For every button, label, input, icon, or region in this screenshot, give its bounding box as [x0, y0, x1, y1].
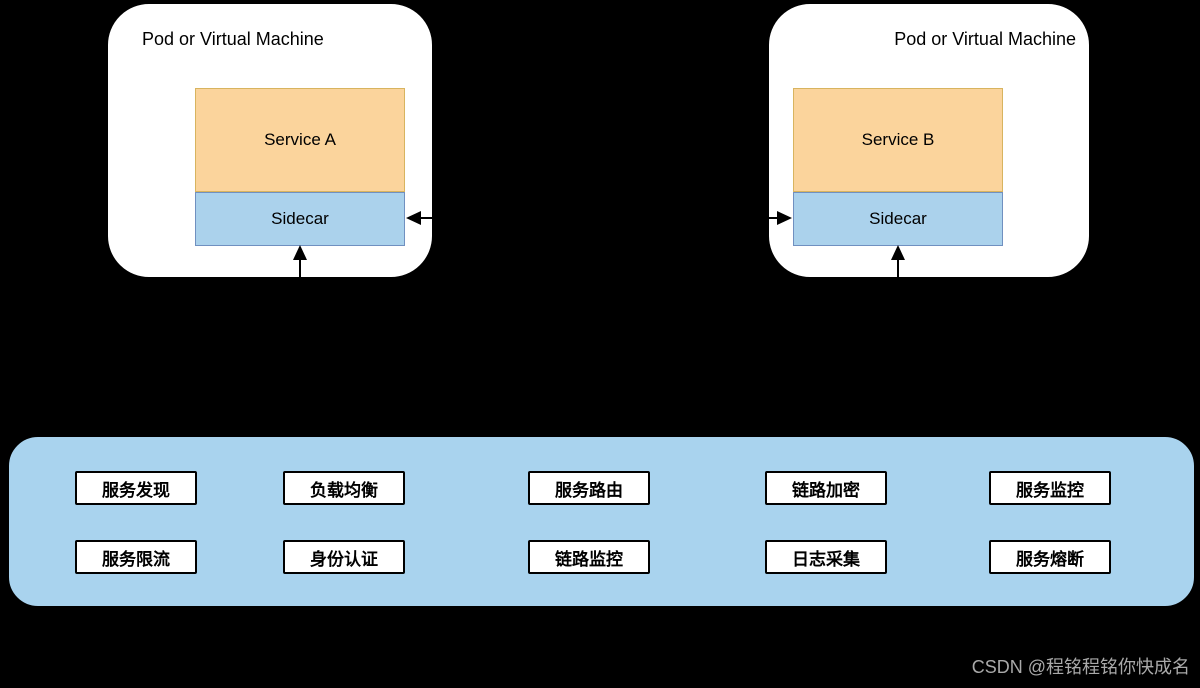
service-b-box: Service B [793, 88, 1003, 192]
pod-title-left: Pod or Virtual Machine [142, 29, 324, 49]
feature-log-collection: 日志采集 [765, 540, 887, 574]
mesh-capabilities-container: 服务发现 负载均衡 服务路由 链路加密 服务监控 服务限流 身份认证 链路监控 … [8, 436, 1195, 607]
feature-service-discovery: 服务发现 [75, 471, 197, 505]
feature-rate-limiting: 服务限流 [75, 540, 197, 574]
service-a-box: Service A [195, 88, 405, 192]
pod-box-right: Pod or Virtual Machine Service B Sidecar [768, 3, 1090, 278]
feature-service-monitoring: 服务监控 [989, 471, 1111, 505]
feature-service-routing: 服务路由 [528, 471, 650, 505]
csdn-watermark: CSDN @程铭程铭你快成名 [971, 657, 1190, 677]
feature-trace-monitoring: 链路监控 [528, 540, 650, 574]
feature-identity-auth: 身份认证 [283, 540, 405, 574]
pod-title-right: Pod or Virtual Machine [894, 29, 1076, 49]
pod-box-left: Pod or Virtual Machine Service A Sidecar [107, 3, 433, 278]
sidecar-box-right: Sidecar [793, 192, 1003, 246]
feature-circuit-breaking: 服务熔断 [989, 540, 1111, 574]
feature-link-encryption: 链路加密 [765, 471, 887, 505]
sidecar-box-left: Sidecar [195, 192, 405, 246]
feature-load-balancing: 负载均衡 [283, 471, 405, 505]
